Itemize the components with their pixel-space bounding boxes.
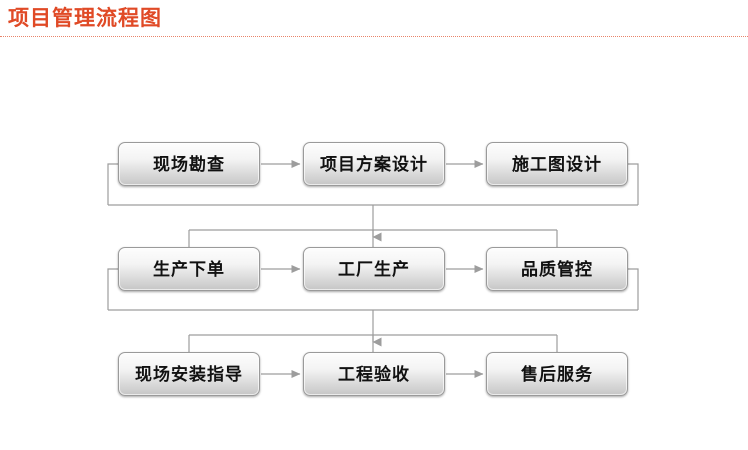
flow-node-label: 现场勘查	[153, 154, 225, 174]
flow-node-label: 现场安装指导	[135, 364, 243, 384]
bus2-right-riser	[628, 268, 639, 310]
flow-node-project-acceptance[interactable]: 工程验收	[303, 352, 445, 396]
flow-node-after-sales-service[interactable]: 售后服务	[486, 352, 628, 396]
flow-node-label: 工程验收	[338, 364, 410, 384]
flow-node-label: 工厂生产	[338, 259, 410, 279]
flow-node-label: 施工图设计	[512, 154, 602, 174]
flowchart-connectors	[107, 160, 639, 378]
flow-node-label: 项目方案设计	[320, 154, 428, 174]
title-divider	[0, 36, 748, 37]
bus2-left-riser	[107, 268, 118, 310]
flowchart: 现场勘查 项目方案设计 施工图设计 生产下单 工厂生产 品质管控 现场安装指导 …	[0, 40, 748, 450]
flow-node-construction-drawing-design[interactable]: 施工图设计	[486, 142, 628, 186]
flow-node-onsite-installation-guidance[interactable]: 现场安装指导	[118, 352, 260, 396]
flow-node-factory-production[interactable]: 工厂生产	[303, 247, 445, 291]
bus1-right-riser	[628, 163, 639, 205]
title-bar: 项目管理流程图	[0, 0, 748, 40]
flow-node-label: 品质管控	[521, 259, 593, 279]
bus1-left-riser	[107, 163, 118, 205]
flow-node-label: 售后服务	[521, 364, 593, 384]
flow-node-production-order[interactable]: 生产下单	[118, 247, 260, 291]
flow-node-label: 生产下单	[153, 259, 225, 279]
flow-node-project-scheme-design[interactable]: 项目方案设计	[303, 142, 445, 186]
page-title: 项目管理流程图	[8, 7, 162, 30]
flow-node-quality-control[interactable]: 品质管控	[486, 247, 628, 291]
flow-node-site-survey[interactable]: 现场勘查	[118, 142, 260, 186]
